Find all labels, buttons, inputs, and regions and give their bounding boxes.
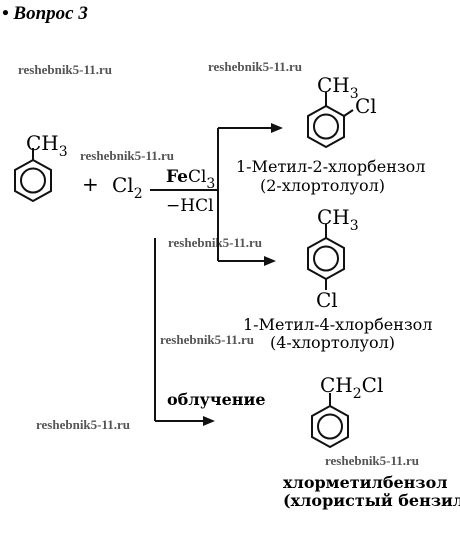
arrowhead — [264, 256, 276, 266]
product-ortho-alt-name: (2-хлортолуол) — [260, 176, 385, 195]
chloro-substituent-label: Cl — [355, 94, 377, 118]
aromatic-circle — [313, 245, 339, 272]
bond-line — [343, 109, 354, 117]
watermark: reshebnik5-11.ru — [168, 235, 262, 250]
chlorine-label: Cl2 — [112, 173, 143, 202]
aromatic-circle — [20, 167, 46, 194]
watermark: reshebnik5-11.ru — [80, 148, 174, 163]
watermark: reshebnik5-11.ru — [208, 59, 302, 74]
product-benzyl-structure: CH2Cl — [311, 373, 383, 449]
product-benzyl-name: хлорметилбензол — [283, 473, 448, 492]
benzene-ring — [311, 404, 349, 449]
plus-sign: + — [82, 172, 99, 196]
question-title: • Вопрос 3 — [2, 3, 88, 24]
product-para-alt-name: (4-хлортолуол) — [270, 333, 395, 352]
product-para-structure: CH3 Cl — [307, 205, 359, 312]
arrowhead — [271, 123, 283, 133]
toluene-structure: CH3 — [14, 131, 68, 203]
watermark: reshebnik5-11.ru — [160, 332, 254, 347]
watermark: reshebnik5-11.ru — [36, 417, 130, 432]
product-benzyl-alt-name: (хлористый бензил) — [283, 491, 460, 510]
catalyst-label: FeCl3 — [166, 167, 215, 192]
chloromethyl-group-label: CH2Cl — [320, 373, 383, 402]
byproduct-label: −HCl — [166, 196, 214, 216]
methyl-group-label: CH3 — [317, 205, 359, 234]
arrowhead — [203, 416, 215, 426]
product-ortho-name: 1-Метил-2-хлорбензол — [236, 157, 425, 176]
chloro-substituent-label: Cl — [316, 288, 338, 312]
watermark: reshebnik5-11.ru — [325, 453, 419, 468]
light-condition-label: облучение — [167, 390, 266, 409]
product-ortho-structure: CH3 Cl — [307, 73, 377, 149]
benzene-ring — [14, 158, 52, 203]
product-para-name: 1-Метил-4-хлорбензол — [243, 315, 432, 334]
aromatic-circle — [317, 413, 343, 440]
methyl-group-label: CH3 — [317, 73, 359, 102]
aromatic-circle — [313, 113, 339, 140]
watermark: reshebnik5-11.ru — [18, 62, 112, 77]
methyl-group-label: CH3 — [26, 131, 68, 160]
